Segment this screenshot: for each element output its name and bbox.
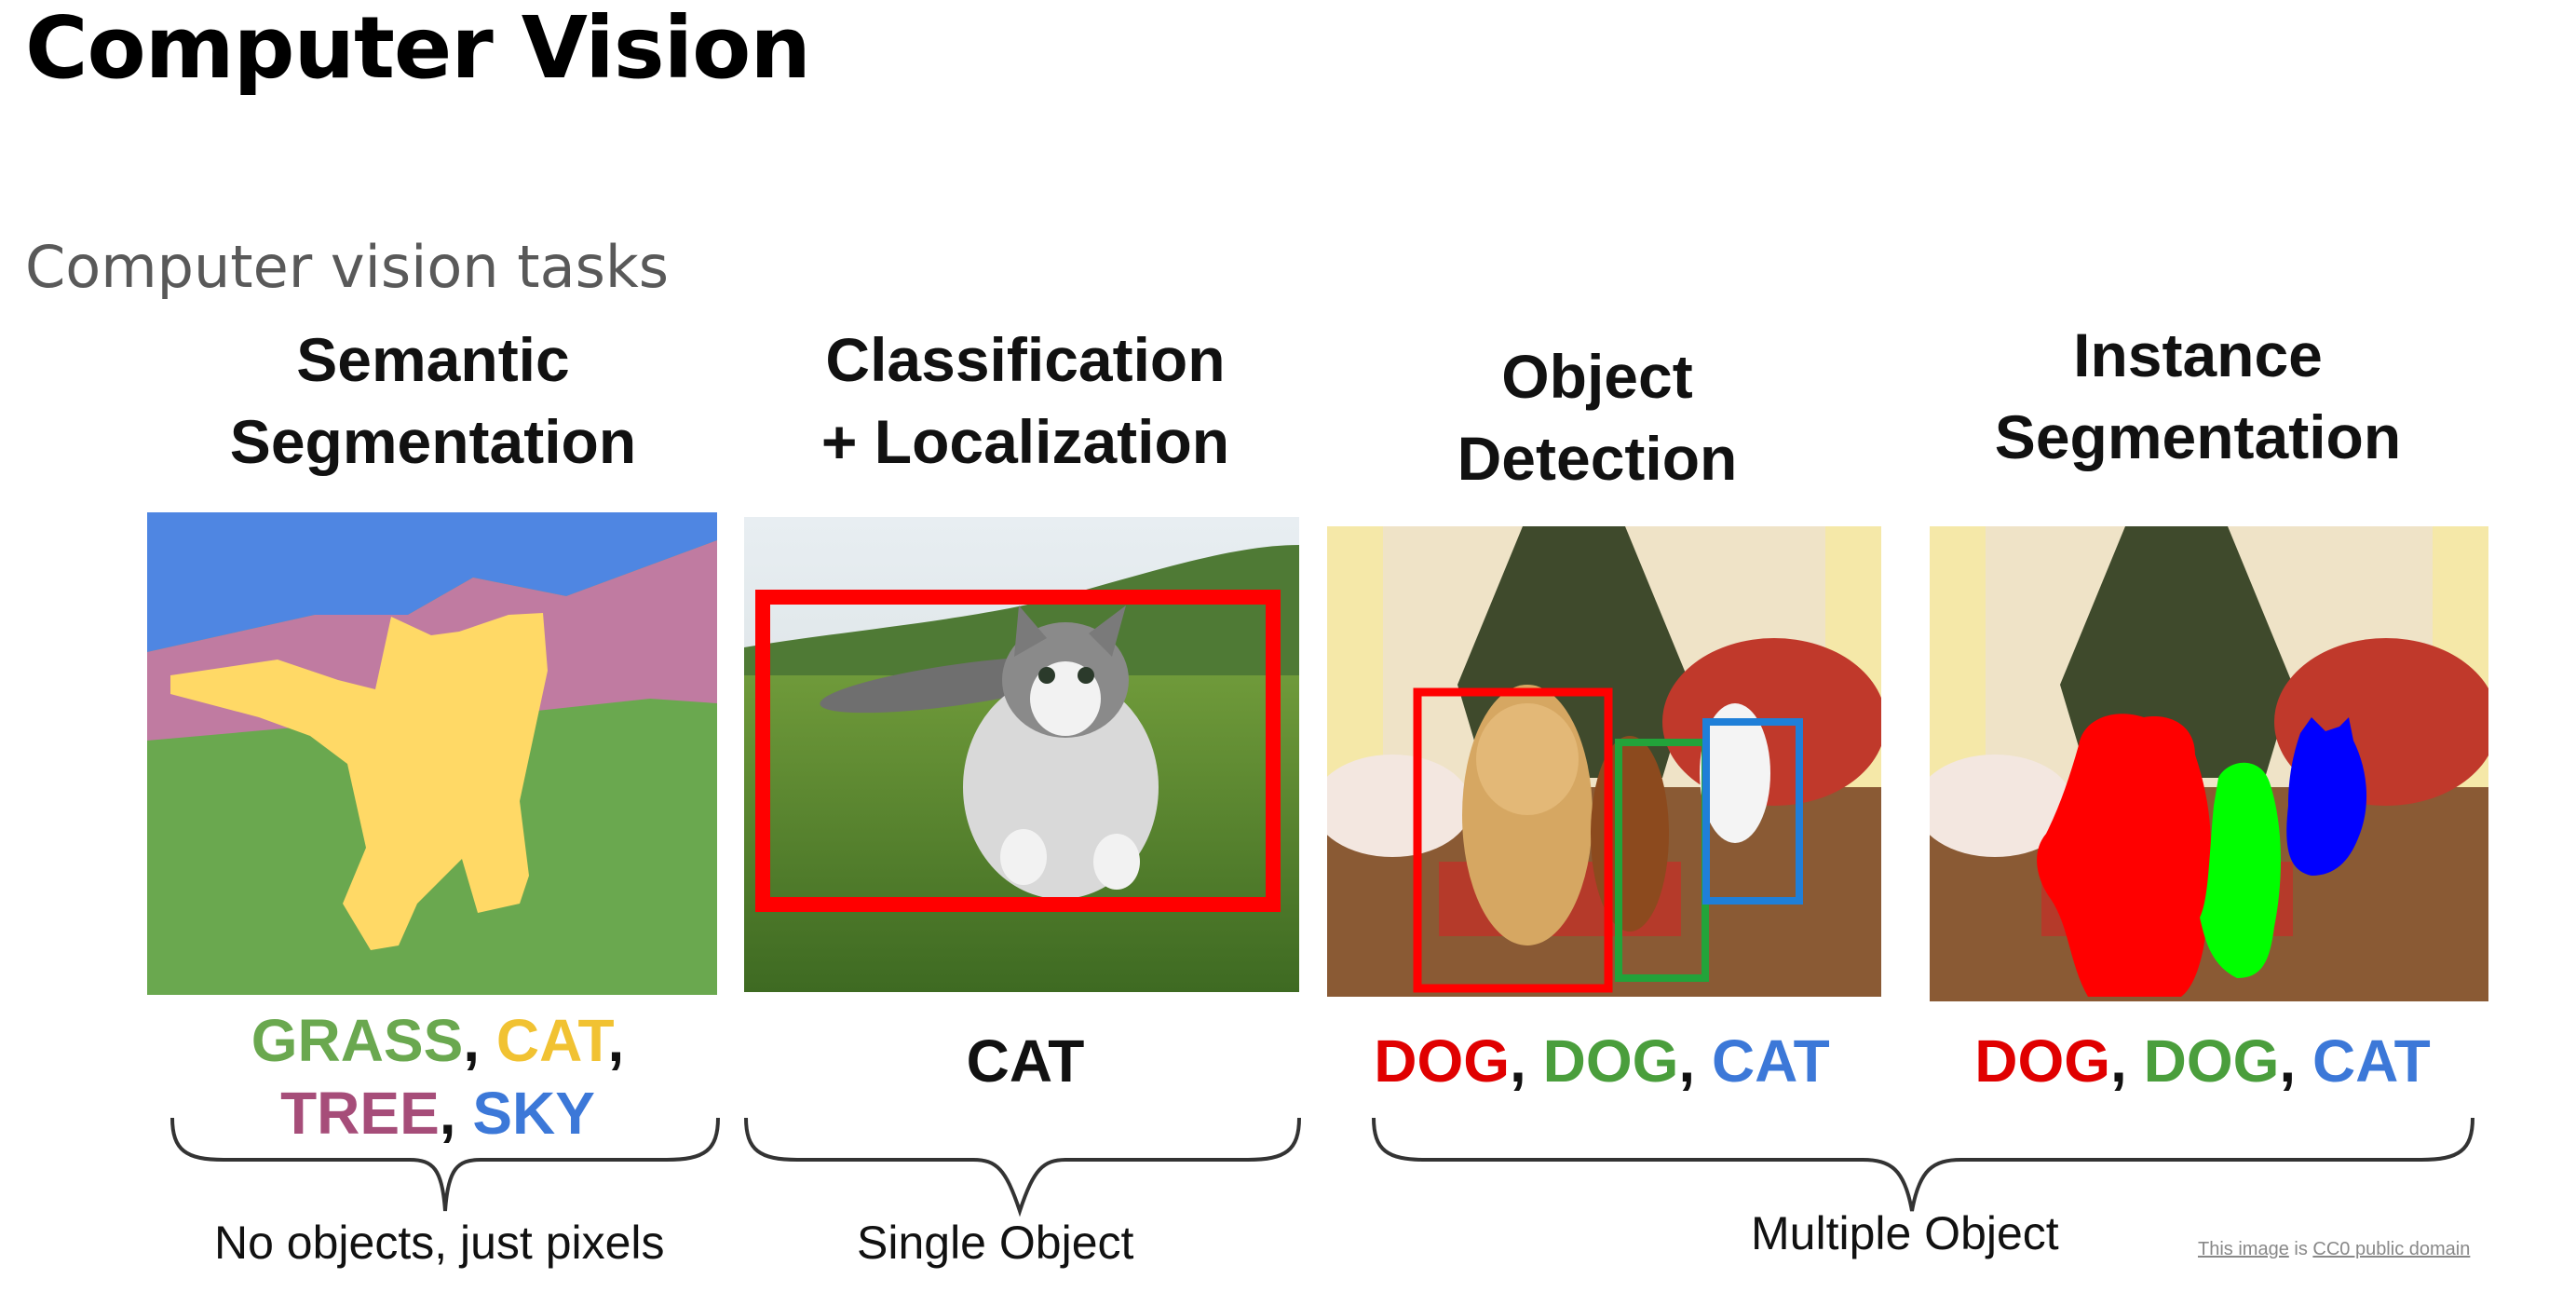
label-separator: ,	[607, 1007, 625, 1074]
semantic-segmentation-image	[147, 512, 717, 995]
panel-labels-detection: DOG, DOG, CAT	[1276, 1025, 1928, 1097]
caption-single-object: Single Object	[857, 1217, 1134, 1269]
panel-title-classification-localization: Classification + Localization	[699, 319, 1351, 483]
label-cat: CAT	[1711, 1027, 1830, 1095]
panel-title-line1: Instance	[2073, 320, 2323, 389]
panel-title-line1: Object	[1501, 342, 1693, 411]
instance-mask-dog-1	[2037, 714, 2211, 997]
panel-title-line1: Classification	[825, 325, 1226, 394]
credit-link-image[interactable]: This image	[2198, 1239, 2289, 1259]
instance-segmentation-image	[1930, 526, 2488, 1001]
caption-multiple-object: Multiple Object	[1751, 1207, 2059, 1259]
label-separator: ,	[439, 1080, 456, 1147]
sky-region	[147, 512, 717, 652]
label-tree: TREE	[280, 1080, 440, 1147]
detection-box-dog-1	[1413, 687, 1613, 993]
label-separator: ,	[1510, 1027, 1526, 1095]
brace-no-objects	[170, 1117, 720, 1212]
label-dog: DOG	[1374, 1027, 1511, 1095]
credit-link-license[interactable]: CC0 public domain	[2312, 1239, 2471, 1259]
panel-title-line1: Semantic	[296, 325, 570, 394]
panel-title-line2: + Localization	[820, 407, 1230, 476]
panel-labels-classification: CAT	[699, 1025, 1351, 1097]
panel-title-line2: Detection	[1457, 424, 1738, 493]
panel-title-semantic-segmentation: Semantic Segmentation	[107, 319, 759, 483]
label-separator: ,	[1678, 1027, 1696, 1095]
label-grass: GRASS	[251, 1007, 464, 1074]
label-cat: CAT	[966, 1027, 1085, 1095]
panel-title-instance-segmentation: Instance Segmentation	[1872, 314, 2524, 478]
cat-region	[170, 613, 548, 950]
credit-text: is	[2288, 1239, 2313, 1259]
label-separator: ,	[463, 1007, 481, 1074]
label-separator: ,	[2110, 1027, 2127, 1095]
panel-labels-semantic: GRASS, CAT, TREE, SKY	[112, 1004, 764, 1150]
classification-image	[744, 517, 1299, 992]
object-detection-image	[1327, 526, 1881, 997]
brace-single-object	[744, 1117, 1301, 1218]
image-credit: This image is CC0 public domain	[2198, 1239, 2470, 1260]
label-cat: CAT	[495, 1007, 608, 1074]
instance-mask-dog-2	[2200, 762, 2281, 978]
panel-title-line2: Segmentation	[229, 407, 637, 476]
page-subtitle: Computer vision tasks	[25, 233, 670, 301]
label-cat: CAT	[2312, 1027, 2431, 1095]
panel-title-object-detection: Object Detection	[1271, 335, 1923, 499]
label-sky: SKY	[472, 1080, 595, 1147]
label-separator: ,	[2279, 1027, 2297, 1095]
panel-labels-instance: DOG, DOG, CAT	[1877, 1025, 2529, 1097]
detection-box-cat	[1702, 718, 1803, 905]
label-dog: DOG	[2143, 1027, 2280, 1095]
group-braces	[170, 1117, 2474, 1218]
caption-no-objects: No objects, just pixels	[214, 1217, 665, 1269]
localization-box	[755, 590, 1281, 912]
instance-mask-cat	[2286, 717, 2367, 876]
brace-multiple-object	[1372, 1117, 2474, 1212]
page-title: Computer Vision	[25, 0, 811, 98]
label-dog: DOG	[1542, 1027, 1679, 1095]
panel-title-line2: Segmentation	[1994, 402, 2402, 471]
label-dog: DOG	[1974, 1027, 2111, 1095]
